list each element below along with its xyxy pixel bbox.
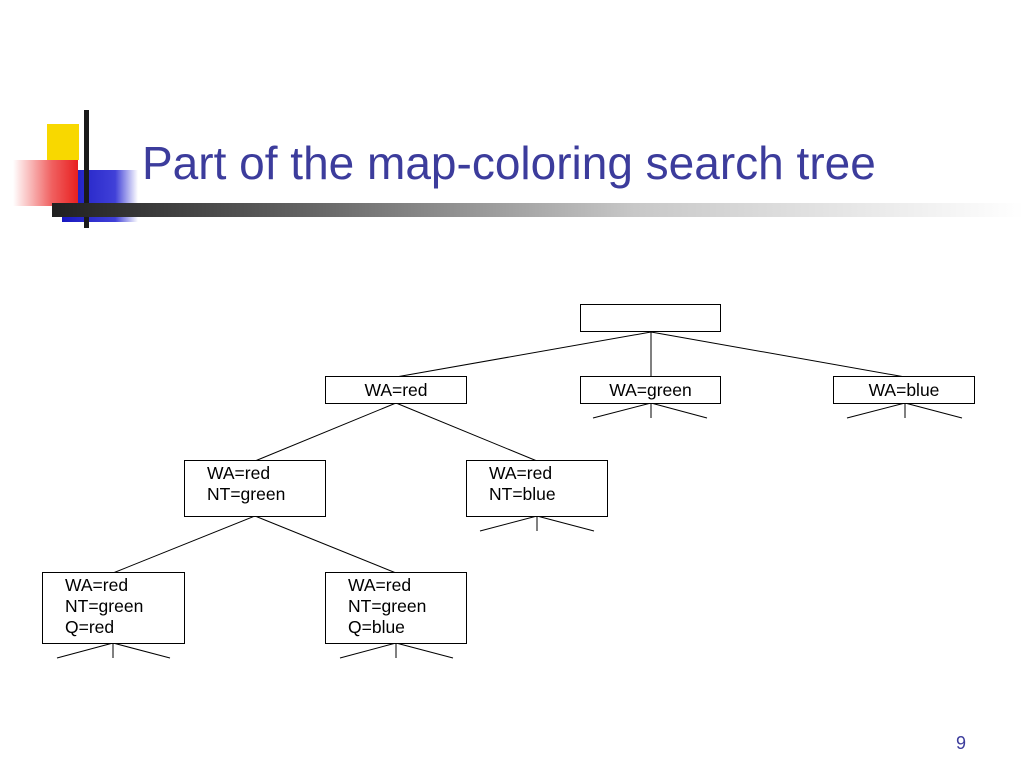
node-wa-red-line-0: WA=red xyxy=(364,379,428,400)
stub-q-blue-right xyxy=(395,642,454,659)
tree-node-q-blue: WA=red NT=green Q=blue xyxy=(325,572,467,644)
stub-nt-blue-left xyxy=(479,515,538,532)
node-q-red-line-1: NT=green xyxy=(65,596,144,616)
tree-node-wa-green: WA=green xyxy=(580,376,721,404)
node-nt-green-line-1: NT=green xyxy=(207,484,286,504)
node-q-blue-line-1: NT=green xyxy=(348,596,427,616)
node-wa-blue-line-0: WA=blue xyxy=(868,379,940,400)
edge-wa-red-nt-green xyxy=(254,402,397,462)
node-nt-green-line-0: WA=red xyxy=(207,463,271,483)
logo-vertical-bar xyxy=(84,110,89,228)
edge-wa-red-nt-blue xyxy=(395,402,538,462)
slide-logo xyxy=(13,110,138,228)
stub-q-blue-left xyxy=(339,642,397,659)
stub-wa-blue-left xyxy=(846,402,906,419)
tree-node-wa-red-nt-blue: WA=red NT=blue xyxy=(466,460,608,517)
node-q-blue-line-0: WA=red xyxy=(348,575,412,595)
stub-nt-blue-right xyxy=(536,515,595,532)
edge-root-wa-blue xyxy=(650,331,906,378)
edge-root-wa-red xyxy=(395,331,652,378)
node-q-red-line-0: WA=red xyxy=(65,575,129,595)
node-q-red-line-2: Q=red xyxy=(65,617,115,637)
stub-wa-blue-right xyxy=(904,402,963,419)
edge-nt-green-q-red xyxy=(112,515,256,574)
page-number: 9 xyxy=(955,733,966,753)
stub-q-red-left xyxy=(56,642,114,659)
stub-q-red-right xyxy=(112,642,171,659)
stub-wa-green-left xyxy=(592,402,652,419)
slide-title: Part of the map-coloring search tree xyxy=(142,137,876,189)
title-underline xyxy=(52,203,1024,217)
stub-wa-green-right xyxy=(650,402,708,419)
tree-node-root xyxy=(580,304,721,332)
logo-yellow-square xyxy=(47,124,79,160)
logo-red-square xyxy=(13,160,78,206)
node-wa-green-line-0: WA=green xyxy=(609,379,692,400)
node-nt-blue-line-1: NT=blue xyxy=(489,484,556,504)
edge-nt-green-q-blue xyxy=(254,515,397,574)
tree-node-wa-red: WA=red xyxy=(325,376,467,404)
tree-node-wa-red-nt-green: WA=red NT=green xyxy=(184,460,326,517)
tree-node-wa-blue: WA=blue xyxy=(833,376,975,404)
tree-node-q-red: WA=red NT=green Q=red xyxy=(42,572,185,644)
node-q-blue-line-2: Q=blue xyxy=(348,617,405,637)
node-nt-blue-line-0: WA=red xyxy=(489,463,553,483)
